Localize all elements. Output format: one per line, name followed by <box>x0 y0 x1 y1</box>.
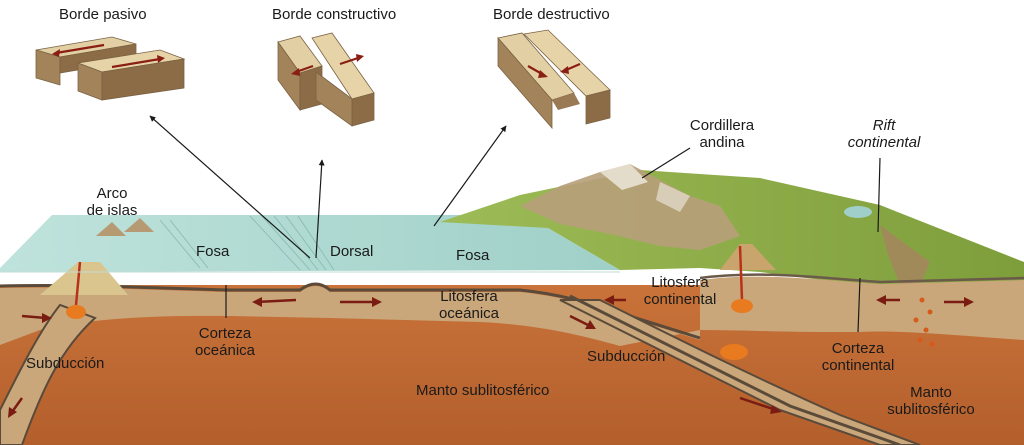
magma-chamber-deep <box>720 344 748 360</box>
andes-label-line1: Cordillera <box>689 117 755 134</box>
mantle-center-label: Manto sublitosférico <box>416 382 550 399</box>
oceanic-crust-line1: Corteza <box>198 325 252 342</box>
oceanic-lithosphere-line2: oceánica <box>438 305 500 322</box>
island-arc-label: Arco de islas <box>78 185 146 219</box>
oceanic-lithosphere-label: Litosfera oceánica <box>426 288 512 322</box>
passive-boundary-title: Borde pasivo <box>59 6 147 23</box>
ridge-label: Dorsal <box>330 243 374 260</box>
destructive-boundary-block <box>497 29 611 130</box>
destructive-boundary-title: Borde destructivo <box>493 6 610 23</box>
rift-label-line1: Rift <box>872 117 896 134</box>
continental-crust-line1: Corteza <box>831 340 885 357</box>
oceanic-crust-line2: oceánica <box>194 342 256 359</box>
subduction-left-label: Subducción <box>26 355 105 372</box>
continental-lithosphere-line2: continental <box>643 291 717 308</box>
constructive-boundary-block <box>277 32 375 127</box>
mountain-range <box>520 164 740 250</box>
mantle-right-line1: Manto <box>910 384 952 401</box>
continental-lithosphere-line1: Litosfera <box>651 274 709 291</box>
lithosphere-layer <box>0 276 1024 346</box>
leader-lines <box>149 115 881 333</box>
mantle-right-label: Manto sublitosférico <box>876 384 986 418</box>
rift-label: Rift continental <box>836 117 932 151</box>
continental-crust-line2: continental <box>821 357 895 374</box>
subduction-right-label: Subducción <box>587 348 666 365</box>
oceanic-crust-label: Corteza oceánica <box>184 325 266 359</box>
mantle-right-line2: sublitosférico <box>887 401 975 418</box>
left-subducting-slab <box>0 303 97 445</box>
island-arc-label-line1: Arco <box>96 185 128 202</box>
ridge-lines <box>159 215 335 271</box>
continental-crust-label: Corteza continental <box>810 340 906 374</box>
rift-label-line2: continental <box>847 134 921 151</box>
oceanic-lithosphere-line1: Litosfera <box>440 288 498 305</box>
magma-chamber <box>731 299 753 313</box>
passive-boundary-block <box>35 36 186 101</box>
trench-left-label: Fosa <box>196 243 230 260</box>
island-arc-label-line2: de islas <box>86 202 138 219</box>
island-arc-volcano <box>40 262 128 295</box>
rift-valley <box>880 225 930 285</box>
plate-motion-arrows <box>8 295 974 418</box>
constructive-boundary-title: Borde constructivo <box>272 6 397 23</box>
andes-label: Cordillera andina <box>680 117 764 151</box>
andes-label-line2: andina <box>699 134 745 151</box>
continental-lithosphere-label: Litosfera continental <box>632 274 728 308</box>
ocean-surface <box>0 215 620 272</box>
volcano <box>720 244 776 270</box>
trench-right-label: Fosa <box>456 247 490 264</box>
